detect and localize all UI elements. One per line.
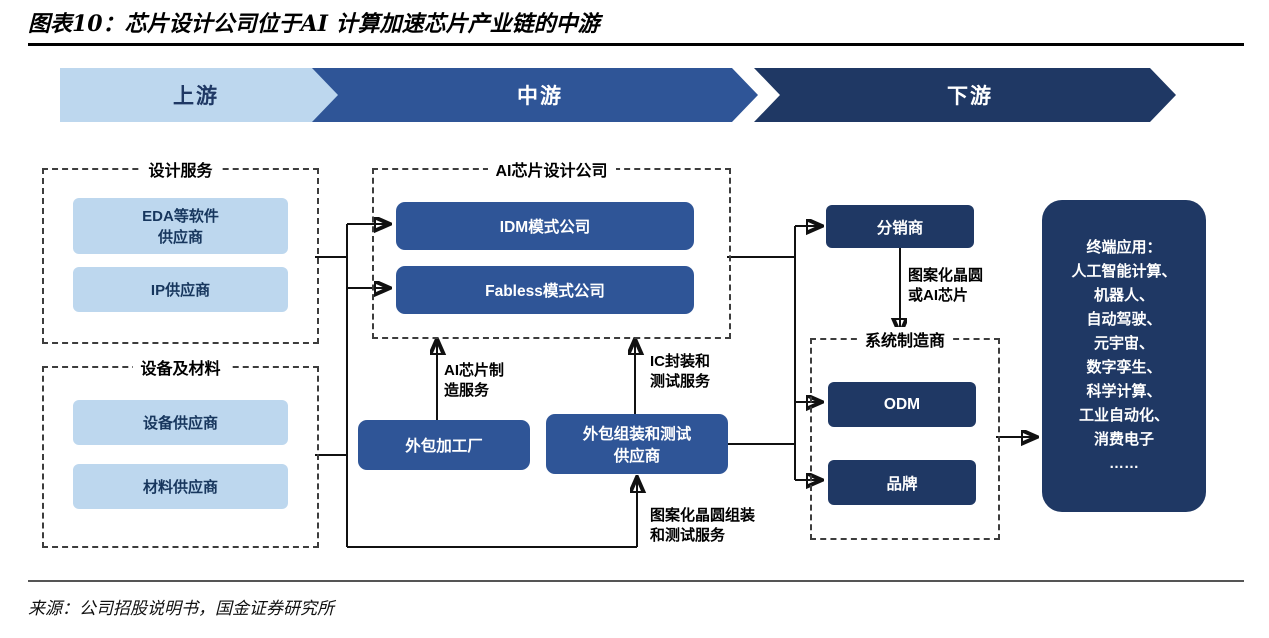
group-system-manufacturer: 系统制造商 ODM 品牌	[810, 327, 1000, 540]
node-odm: ODM	[828, 382, 976, 427]
group-equipment-materials-label: 设备及材料	[132, 355, 229, 379]
banner-midstream-label: 中游	[517, 85, 563, 108]
node-brand: 品牌	[828, 460, 976, 505]
node-ip-supplier: IP供应商	[73, 267, 288, 312]
node-equipment-supplier: 设备供应商	[73, 400, 288, 445]
group-ai-chip-design-label: AI芯片设计公司	[487, 157, 616, 181]
node-eda-supplier: EDA等软件 供应商	[73, 198, 288, 254]
label-wafer-assembly-test-service: 图案化晶圆组装 和测试服务	[650, 507, 756, 545]
figure-title: 图表10：芯片设计公司位于AI 计算加速芯片产业链的中游	[28, 11, 600, 37]
banner-upstream-label: 上游	[173, 85, 219, 108]
node-fabless-company: Fabless模式公司	[396, 266, 694, 314]
group-design-services-label: 设计服务	[140, 157, 221, 181]
node-osat-supplier: 外包组装和测试 供应商	[546, 414, 728, 474]
title-underline	[28, 43, 1244, 46]
label-wafer-or-ai-chip: 图案化晶圆 或AI芯片	[908, 267, 984, 305]
node-idm-company: IDM模式公司	[396, 202, 694, 250]
banner-upstream: 上游	[60, 68, 350, 122]
node-distributor: 分销商	[826, 205, 974, 248]
source-note: 来源：公司招股说明书，国金证券研究所	[28, 599, 334, 619]
group-equipment-materials: 设备及材料 设备供应商 材料供应商	[42, 355, 319, 548]
node-terminal-applications: 终端应用： 人工智能计算、 机器人、 自动驾驶、 元宇宙、 数字孪生、 科学计算…	[1042, 200, 1206, 512]
group-ai-chip-design: AI芯片设计公司 IDM模式公司 Fabless模式公司	[372, 157, 731, 339]
banner-midstream: 中游	[312, 68, 758, 122]
footer-divider	[28, 580, 1244, 582]
label-ic-pkg-test-service: IC封装和 测试服务	[650, 353, 711, 391]
node-outsourced-foundry: 外包加工厂	[358, 420, 530, 470]
group-design-services: 设计服务 EDA等软件 供应商 IP供应商	[42, 157, 319, 344]
node-material-supplier: 材料供应商	[73, 464, 288, 509]
label-ai-chip-mfg-service: AI芯片制 造服务	[444, 362, 505, 400]
banner-downstream-label: 下游	[947, 85, 993, 108]
group-system-manufacturer-label: 系统制造商	[856, 327, 954, 351]
banner-downstream: 下游	[754, 68, 1176, 122]
